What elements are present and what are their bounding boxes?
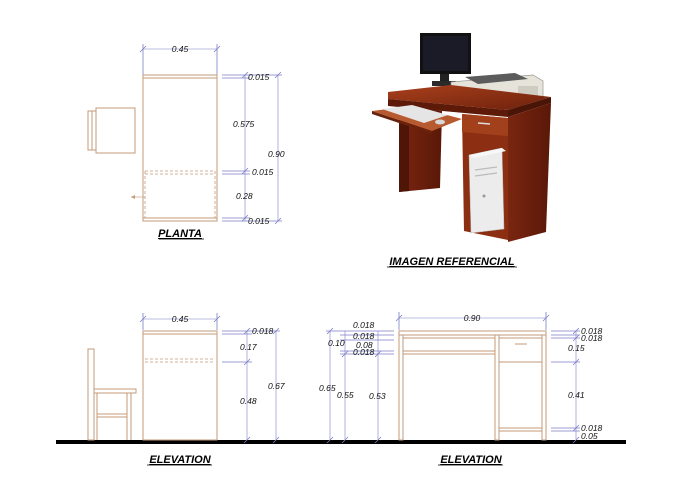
front-left-dim-3: 0.08 <box>356 340 373 350</box>
plan-dim-4: 0.28 <box>236 191 253 201</box>
front-right-dim-4: 0.41 <box>568 390 585 400</box>
front-left-dim-53: 0.53 <box>369 391 386 401</box>
side-width-label: 0.45 <box>172 314 189 324</box>
front-width-label: 0.90 <box>464 313 481 323</box>
front-left-dim-10: 0.10 <box>328 338 345 348</box>
side-dim-2: 0.17 <box>240 342 257 352</box>
drawer-front <box>462 114 508 136</box>
photo-title: IMAGEN REFERENCIAL <box>389 256 515 268</box>
plan-total-label: 0.90 <box>268 149 285 159</box>
plan-dim-1: 0.015 <box>248 72 270 82</box>
front-left-dim-55: 0.55 <box>337 390 354 400</box>
photo-desk-top <box>388 85 551 110</box>
plan-view: 0.45 0.015 0.575 0.015 0.28 0.01 <box>87 44 285 240</box>
side-dim-1: 0.018 <box>252 326 274 336</box>
front-right-dim-6: 0.05 <box>581 431 598 441</box>
front-right-dim-3: 0.15 <box>568 343 585 353</box>
front-left-dim-65: 0.65 <box>319 383 336 393</box>
front-elevation: 0.90 0.018 0.018 0.08 0.018 0.10 0 <box>319 312 603 466</box>
ground-line <box>56 440 626 444</box>
plan-chair <box>95 107 136 154</box>
front-right-dim-2: 0.018 <box>581 333 603 343</box>
plan-dim-3: 0.015 <box>252 167 274 177</box>
side-elevation: 0.45 0.018 0.17 0.48 0.67 <box>87 313 285 466</box>
front-drawer <box>498 337 543 363</box>
side-total-label: 0.67 <box>268 381 285 391</box>
keyboard-icon <box>382 105 448 123</box>
front-desk-top <box>398 330 547 336</box>
side-elevation-title: ELEVATION <box>149 454 211 466</box>
side-dim-3: 0.48 <box>240 396 257 406</box>
front-keyboard-tray <box>402 337 496 352</box>
side-chair <box>87 348 137 441</box>
reference-image: IMAGEN REFERENCIAL <box>372 33 551 268</box>
cpu-tower-icon <box>468 147 505 234</box>
front-left-dim-2: 0.018 <box>353 331 375 341</box>
plan-title: PLANTA <box>158 228 202 240</box>
front-left-dim-4: 0.018 <box>353 347 375 357</box>
plan-desk-top <box>142 74 218 222</box>
side-desk-panel <box>142 330 218 441</box>
front-elevation-title: ELEVATION <box>440 454 502 466</box>
plan-dim-2: 0.575 <box>233 119 255 129</box>
front-right-dim-5: 0.018 <box>581 423 603 433</box>
front-left-dim-1: 0.018 <box>353 320 375 330</box>
plan-dim-5: 0.015 <box>248 216 270 226</box>
plan-width-label: 0.45 <box>172 44 189 54</box>
front-right-dim-1: 0.018 <box>581 326 603 336</box>
